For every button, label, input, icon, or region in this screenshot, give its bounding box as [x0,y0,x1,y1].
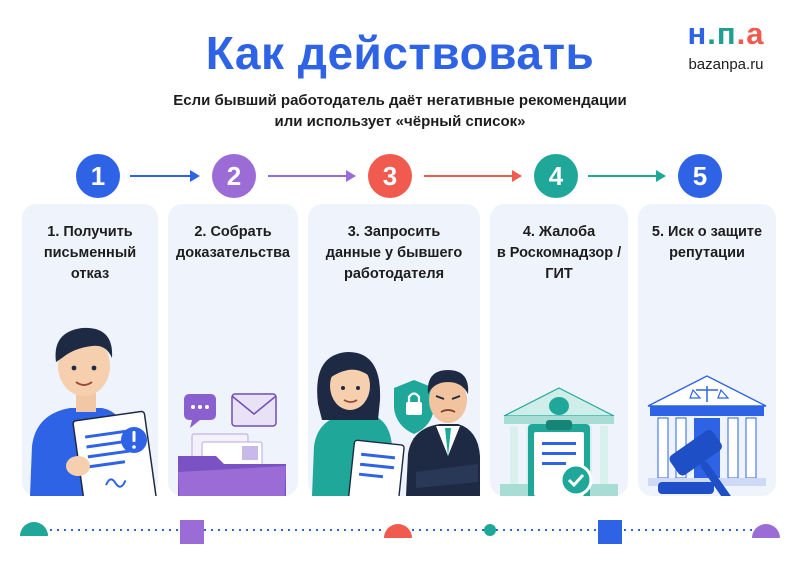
step-5-number: 5 [678,154,722,198]
logo-part-3: .а [736,16,765,51]
data-request-icon [312,352,480,496]
step-card-2: 2. Собрать доказательства [168,204,298,496]
footer-square-purple [180,520,204,544]
brand-logo[interactable]: н.п.а bazanpa.ru [670,18,782,74]
logo-mark: н.п.а [670,18,782,50]
footer-half-circle-coral [384,524,412,538]
logo-part-1: н [687,16,708,51]
page-title: Как действовать [205,27,595,79]
step-card-3: 3. Запросить данные у бывшего работодате… [308,204,480,496]
arrow-4-5 [588,169,666,183]
step-3-label: 3. Запросить данные у бывшего работодате… [325,224,463,282]
logo-site-text: bazanpa.ru [688,56,764,73]
person-with-document-icon [30,327,157,496]
subtitle-line-1: Если бывший работодатель даёт негативные… [173,92,627,109]
step-1-number: 1 [76,154,120,198]
step-card-4: 4. Жалоба в Роскомнадзор / ГИТ [490,204,628,496]
logo-part-2: .п [707,16,737,51]
step-card-5: 5. Иск о защите репутации [638,204,776,496]
decorative-footer [20,520,780,544]
step-card-1: 1. Получить письменный отказ [22,204,158,496]
footer-half-circle-teal [20,522,48,536]
step-1-label: 1. Получить письменный отказ [43,224,137,282]
step-4-number: 4 [534,154,578,198]
court-gavel-icon [647,375,767,496]
step-2-number: 2 [212,154,256,198]
footer-square-blue [598,520,622,544]
subtitle-line-2: или использует «чёрный список» [274,113,526,130]
evidence-folder-icon [178,393,286,496]
complaint-clipboard-icon [500,387,618,496]
arrow-1-2 [130,169,200,183]
step-3-number: 3 [368,154,412,198]
step-5-label: 5. Иск о защите репутации [651,224,763,261]
step-2-label: 2. Собрать доказательства [176,224,290,261]
arrow-3-4 [424,169,522,183]
footer-half-circle-purple [752,524,780,538]
step-4-label: 4. Жалоба в Роскомнадзор / ГИТ [496,224,622,282]
footer-dot-teal [484,524,496,536]
page-subtitle: Если бывший работодатель даёт негативные… [150,90,650,132]
arrow-2-3 [268,169,356,183]
